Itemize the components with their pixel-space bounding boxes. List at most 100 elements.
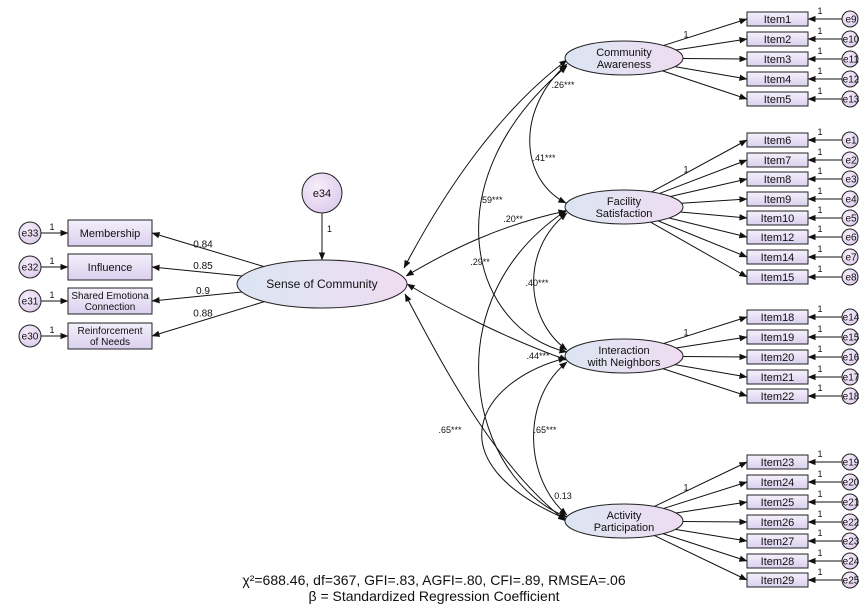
error-weight-e23: 1	[817, 528, 822, 538]
coef-iwn-ap: .65***	[533, 425, 557, 435]
error-label-e9: e9	[845, 15, 857, 26]
loading-arrow-ca-2	[675, 36, 748, 51]
error-label-e21: e21	[843, 498, 860, 509]
indicator-label-item8: Item8	[764, 174, 792, 186]
indicator-box-item6	[746, 132, 809, 148]
loading-arrow-fs-2	[659, 159, 748, 194]
indicator-box-item28	[746, 553, 809, 569]
soc-loading-value-1: 0.84	[193, 239, 213, 250]
path-ca-iwn	[478, 65, 568, 354]
indicator-box-item29	[746, 572, 809, 588]
soc-error-label-e31: e31	[22, 297, 39, 308]
error-weight-e7: 1	[817, 244, 822, 254]
soc-loading-value-3: 0.9	[196, 286, 210, 297]
indicator-label-item3: Item3	[764, 54, 792, 66]
error-circle-e3	[841, 170, 859, 188]
loading-arrow-ca-4	[674, 66, 748, 81]
error-weight-e22: 1	[817, 509, 822, 519]
indicator-label-item28: Item28	[761, 556, 795, 568]
loading-arrow-ca-3	[682, 55, 748, 63]
error-circle-e6	[841, 228, 859, 246]
error-weight-e24: 1	[817, 548, 822, 558]
disturbance-circle-e34	[301, 172, 343, 214]
soc-indicator-box-3	[67, 287, 153, 315]
indicator-label-item26: Item26	[761, 517, 795, 529]
coef-iwn-soc: .29**	[470, 257, 490, 267]
error-circle-e2	[841, 151, 859, 169]
error-weight-e13: 1	[817, 86, 822, 96]
indicator-label-item27: Item27	[761, 536, 795, 548]
error-weight-e3: 1	[817, 166, 822, 176]
indicator-box-item9	[746, 191, 809, 207]
error-circle-e16	[841, 348, 859, 366]
error-label-e6: e6	[845, 233, 857, 244]
soc-error-weight-e33: 1	[49, 222, 54, 232]
error-circle-e13	[841, 90, 859, 108]
indicator-box-item3	[746, 51, 809, 67]
error-circle-e25	[841, 571, 859, 589]
soc-loading-arrow-2	[151, 264, 242, 277]
latent-fs	[564, 189, 684, 225]
indicator-label-item25: Item25	[761, 497, 795, 509]
path-iwn-ap-b	[481, 356, 567, 520]
error-label-e15: e15	[843, 333, 860, 344]
latent-ap	[564, 503, 684, 539]
error-circle-e22	[841, 513, 859, 531]
indicator-box-item21	[746, 369, 809, 385]
error-circle-e11	[841, 50, 859, 68]
latent-soc	[236, 259, 408, 309]
error-label-e13: e13	[843, 95, 860, 106]
indicator-label-item19: Item19	[761, 332, 795, 344]
error-circle-e21	[841, 493, 859, 511]
error-weight-e6: 1	[817, 224, 822, 234]
loading-arrow-ca-1	[663, 18, 748, 46]
soc-indicator-label-1: Membership	[80, 228, 141, 240]
loading-arrow-fs-4	[681, 196, 748, 204]
fixed-loading-fs: 1	[683, 165, 688, 175]
error-circle-e23	[841, 532, 859, 550]
error-circle-e15	[841, 328, 859, 346]
error-label-e10: e10	[843, 35, 860, 46]
soc-error-circle-e31	[18, 289, 42, 313]
indicator-box-item27	[746, 533, 809, 549]
indicator-box-item24	[746, 474, 809, 490]
error-label-e16: e16	[843, 353, 860, 364]
path-ap-soc	[404, 293, 567, 522]
coef-fs-ap: 0.13	[554, 491, 572, 501]
indicator-box-item7	[746, 152, 809, 168]
disturbance-label-e34: e34	[313, 188, 331, 200]
indicator-label-item14: Item14	[761, 252, 795, 264]
soc-error-circle-e32	[18, 255, 42, 279]
soc-indicator-box-1	[67, 219, 153, 247]
coef-ca-fs: .41***	[532, 153, 556, 163]
error-circle-e17	[841, 368, 859, 386]
loading-arrow-fs-3	[670, 177, 748, 197]
error-circle-e4	[841, 190, 859, 208]
indicator-label-item22: Item22	[761, 391, 795, 403]
soc-error-label-e30: e30	[22, 332, 39, 343]
indicator-box-item22	[746, 388, 809, 404]
indicator-label-item10: Item10	[761, 213, 795, 225]
loading-arrow-ap-6	[662, 533, 748, 562]
indicator-box-item1	[746, 11, 809, 27]
loading-arrow-iwn-2	[675, 334, 748, 349]
loading-arrow-ap-7	[654, 535, 748, 581]
soc-loading-arrow-4	[151, 301, 265, 337]
path-ca-soc	[403, 59, 568, 269]
fixed-loading-iwn: 1	[683, 328, 688, 338]
loading-arrow-fs-8	[650, 221, 748, 278]
latent-iwn	[564, 338, 684, 374]
loading-arrow-fs-6	[668, 217, 748, 239]
indicator-label-item6: Item6	[764, 135, 792, 147]
error-circle-e12	[841, 70, 859, 88]
error-label-e1: e1	[845, 136, 857, 147]
error-weight-e17: 1	[817, 364, 822, 374]
error-label-e22: e22	[843, 518, 860, 529]
loading-arrow-ca-5	[662, 70, 748, 100]
error-label-e20: e20	[843, 478, 860, 489]
error-weight-e5: 1	[817, 205, 822, 215]
loading-arrow-iwn-3	[682, 353, 748, 361]
error-label-e11: e11	[843, 55, 859, 66]
